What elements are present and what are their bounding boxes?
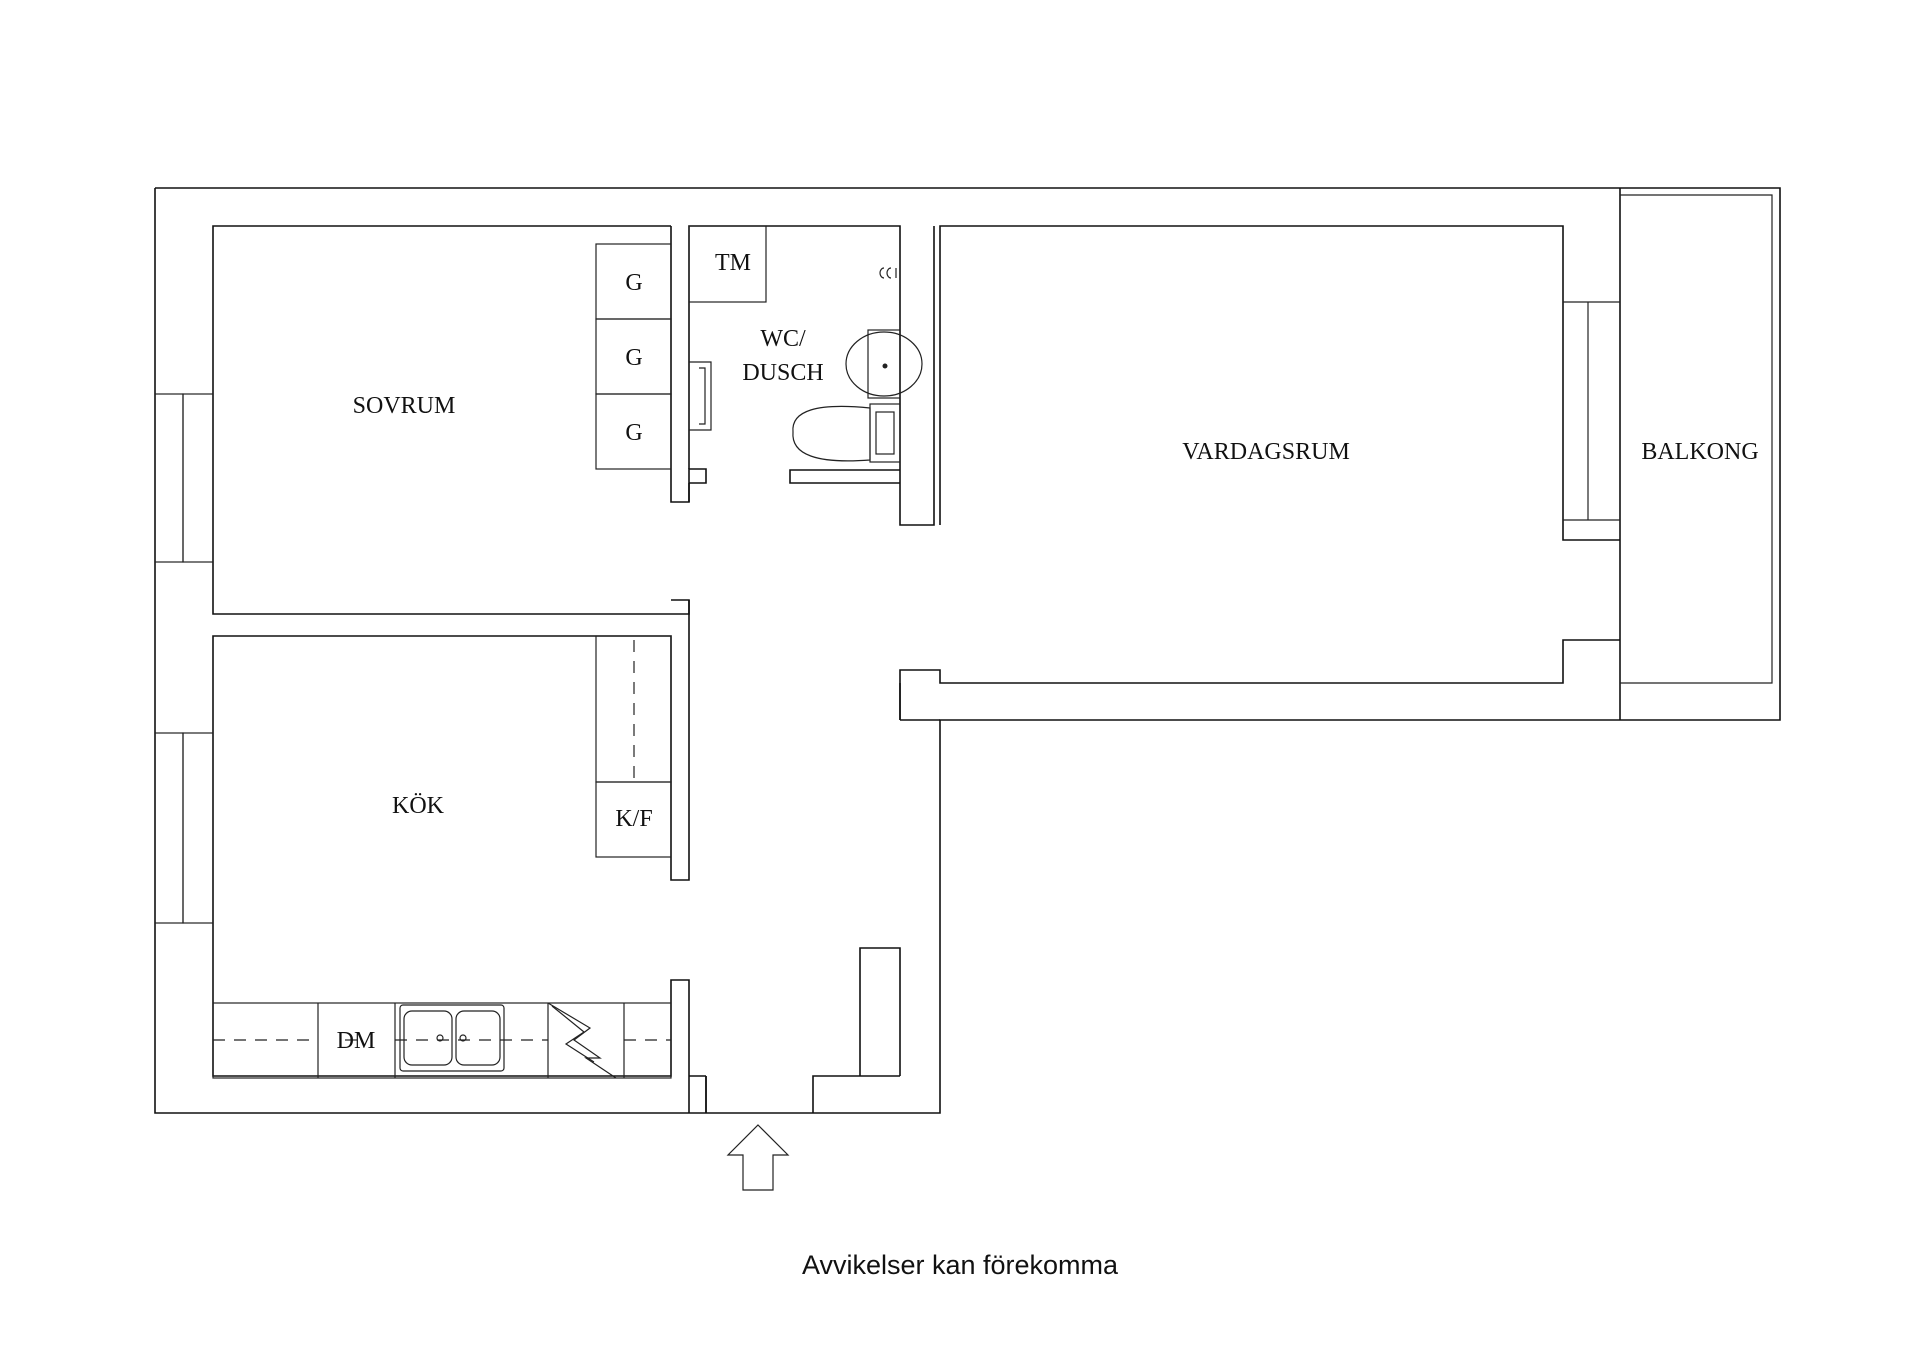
bathroom-label-line1: WC/ xyxy=(760,326,806,352)
wardrobe-2-label: G xyxy=(625,345,642,371)
kitchen-label: KÖK xyxy=(392,793,445,819)
washing-machine xyxy=(688,225,767,303)
kitchen-cabinets xyxy=(595,635,672,858)
shower-fixture xyxy=(689,361,712,431)
living-room-label: VARDAGSRUM xyxy=(1182,439,1350,465)
bathroom-label-line2: DUSCH xyxy=(742,360,823,386)
toilet-icon xyxy=(792,403,901,463)
bedroom-window xyxy=(154,393,214,563)
vent-icon xyxy=(879,267,897,279)
bedroom-label: SOVRUM xyxy=(353,393,456,419)
washing-machine-label: TM xyxy=(715,250,751,276)
living-room-walls xyxy=(899,225,1620,720)
wardrobes xyxy=(595,243,672,470)
kitchen-walls xyxy=(212,600,900,1113)
kitchen-counter xyxy=(212,1002,672,1079)
kitchen-window xyxy=(154,732,214,924)
wardrobe-3 xyxy=(595,393,672,470)
wardrobe-1-label: G xyxy=(625,270,642,296)
balcony-door xyxy=(1563,301,1620,521)
hallway-walls xyxy=(859,683,940,1076)
fridge-freezer-label: K/F xyxy=(615,806,652,832)
wardrobe-3-label: G xyxy=(625,420,642,446)
stove-icon xyxy=(547,1002,617,1079)
outer-walls xyxy=(154,187,1781,1114)
dishwasher-label: DM xyxy=(337,1028,376,1054)
fridge-freezer xyxy=(595,781,672,858)
sink-icon xyxy=(845,329,923,399)
disclaimer-caption: Avvikelser kan förekomma xyxy=(801,1250,1119,1280)
double-sink-icon xyxy=(399,1004,505,1072)
entrance-arrow-icon xyxy=(726,1124,790,1191)
balcony xyxy=(1620,194,1773,684)
balcony-label: BALKONG xyxy=(1641,439,1758,465)
